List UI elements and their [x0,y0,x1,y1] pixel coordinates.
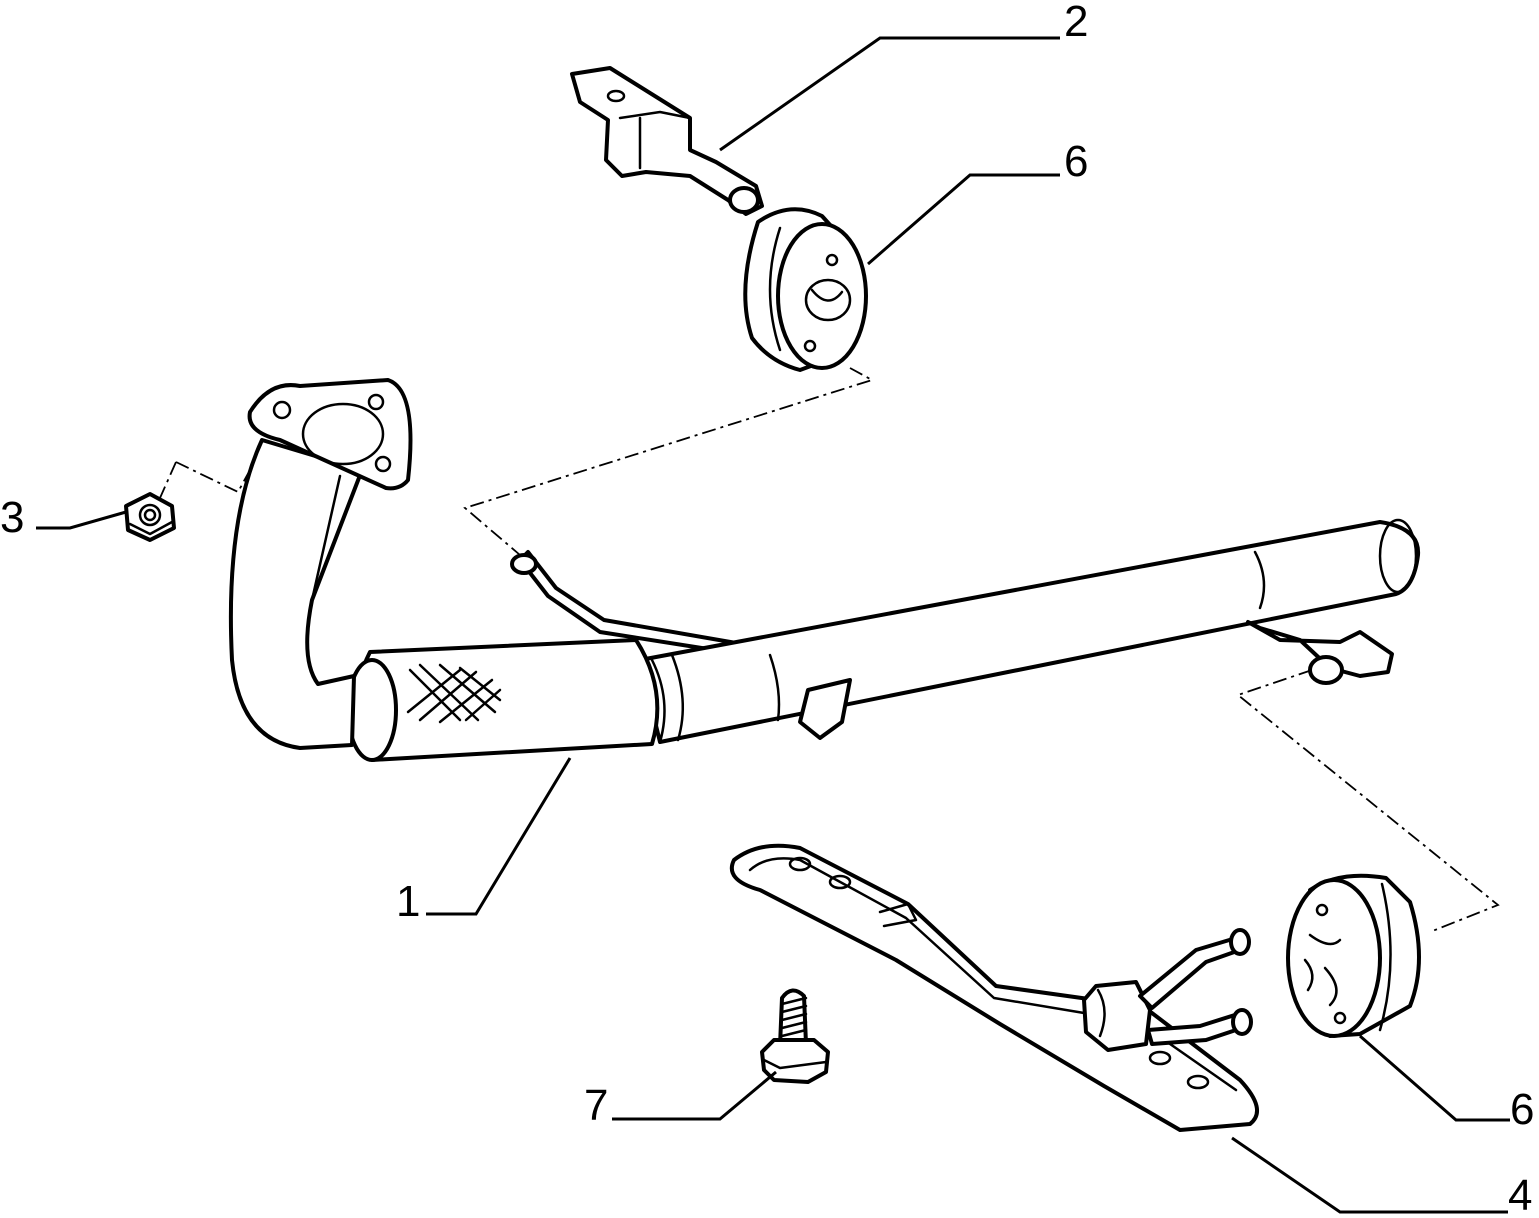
callout-3: 3 [0,493,24,542]
support-plate-part-4 [729,843,1260,1132]
callout-4: 4 [1508,1171,1532,1218]
mounting-bracket-part-2 [570,66,764,216]
callout-7: 7 [584,1081,608,1130]
callout-leaders [36,36,1510,1214]
rubber-mount-part-6-top [743,207,868,372]
callout-6-bottom: 6 [1510,1085,1534,1134]
exhaust-pipe-part-1 [228,378,1421,762]
rubber-mount-part-6-bottom [1286,873,1421,1038]
callout-2: 2 [1064,0,1088,46]
bolt-part-7 [760,988,830,1084]
hex-nut-part-3 [124,492,176,542]
converter-mesh-texture [406,663,502,724]
callout-6-top: 6 [1064,137,1088,186]
callout-1: 1 [396,877,420,926]
